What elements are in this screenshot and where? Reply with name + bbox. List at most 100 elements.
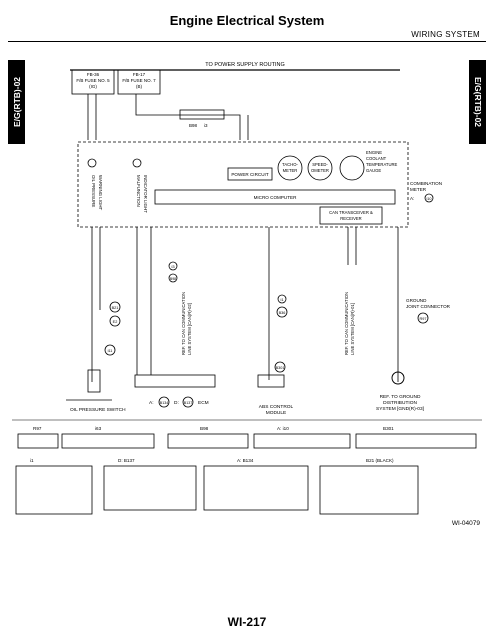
combination-meter-label-1: COMBINATION — [410, 181, 442, 186]
b301-marker-label: B301 — [276, 366, 285, 370]
ecm-label: ECM — [198, 400, 209, 406]
combination-meter-label-2: METER — [410, 187, 427, 192]
coolant-4: GAUGE — [366, 168, 381, 173]
coolant-gauge-icon — [339, 155, 365, 181]
b98-marker-label: B98 — [170, 277, 176, 281]
conn-i1 — [15, 465, 93, 515]
coolant-1: ENGINE — [366, 150, 382, 155]
speedo-1: SPEED- — [312, 162, 328, 167]
conn-b98 — [167, 433, 249, 449]
conn-b21-label: B21 (BLACK) — [366, 458, 394, 463]
wire-fuse-left — [87, 94, 97, 140]
speedo-2: OMETER — [311, 168, 329, 173]
connector-b98-top: B98 — [189, 123, 198, 128]
oil-switch-label: OIL PRESSURE SWITCH — [70, 407, 126, 413]
ref-can-1b: LINE SYSTEM [CAN(R)-02] — [187, 303, 192, 355]
b134-marker — [158, 396, 170, 408]
micro-computer-box — [154, 189, 396, 205]
can-transceiver-2: RECEIVER — [340, 216, 361, 221]
conn-r97 — [17, 433, 59, 449]
e2-marker-label: E2 — [113, 320, 118, 324]
conn-b134 — [203, 465, 309, 511]
mil-lamp-icon — [132, 158, 142, 168]
conn-b301 — [355, 433, 477, 449]
connector-i3-top — [179, 109, 225, 120]
fuse-box-right — [117, 69, 161, 95]
tachometer-gauge-icon — [277, 155, 303, 181]
ecm-connector-row — [134, 374, 216, 388]
header-rule — [8, 41, 486, 42]
ref-ground-2: DISTRIBUTION — [383, 400, 417, 406]
abs-connector-row — [257, 374, 285, 388]
b21-marker-label: B21 — [112, 306, 119, 310]
r97-marker — [417, 312, 429, 324]
b137-marker — [182, 396, 194, 408]
coolant-2: COOLANT — [366, 156, 387, 161]
conn-i10-label: A: i10 — [277, 426, 289, 431]
page-number: WI-217 — [227, 615, 267, 629]
fuse-right-1: FB-17 — [133, 72, 146, 77]
e2-marker — [109, 315, 121, 327]
ref-ground-1: REF. TO GROUND — [380, 394, 421, 400]
b36-marker-label: B36 — [279, 311, 286, 315]
r97-marker-label: R97 — [420, 317, 427, 321]
conn-b301-label: B301 — [383, 426, 394, 431]
fuse-right-2: F/B FUSE NO. 7 — [122, 78, 156, 83]
side-tab-left: E/G(RTB)-02 — [8, 60, 25, 144]
ref-can-2b: LINE SYSTEM [CAN(R)-01] — [350, 303, 355, 355]
i10-marker — [424, 193, 434, 203]
i1-marker — [277, 294, 287, 304]
coolant-3: TEMPERATURE — [366, 162, 398, 167]
wire-fuse-right — [135, 94, 249, 140]
abs-label-1: ABS CONTROL — [259, 404, 294, 410]
figure-id: WI-04079 — [451, 520, 480, 527]
ecm-conn-d: D: — [174, 400, 179, 406]
fuse-left-1: FB-36 — [87, 72, 100, 77]
oil-light-1: OIL PRESSURE — [91, 175, 96, 207]
section-label: WIRING SYSTEM — [411, 30, 480, 39]
tacho-2: METER — [283, 168, 298, 173]
i10-marker-label: i10 — [426, 197, 431, 201]
conn-b137-label: D: B137 — [118, 458, 135, 463]
speedometer-gauge-icon — [307, 155, 333, 181]
conn-i63-label: i63 — [95, 426, 102, 431]
b21-marker — [109, 301, 121, 313]
power-circuit-label: POWER CIRCUIT — [231, 172, 268, 177]
connector-i3-label: i3 — [204, 123, 208, 128]
ground-joint-1: GROUND — [406, 298, 427, 303]
combination-meter-conn: A: — [410, 196, 414, 201]
ecm-conn-a: A: — [149, 400, 154, 406]
i3-marker-label: i3 — [171, 264, 175, 269]
i11-marker — [104, 344, 116, 356]
can-transceiver-1: CAN TRANSCEIVER & — [329, 210, 373, 215]
conn-b134-label: A: B134 — [237, 458, 254, 463]
conn-b21 — [319, 465, 419, 515]
power-circuit-box — [227, 167, 273, 181]
page-title: Engine Electrical System — [169, 13, 325, 28]
ref-ground-3: SYSTEM [GND(R)-03] — [376, 406, 424, 412]
ground-symbol-icon — [391, 371, 405, 385]
can-transceiver-box — [319, 206, 383, 225]
fuse-box-left — [71, 69, 115, 95]
oil-lamp-icon — [87, 158, 97, 168]
conn-i1-label: i1 — [30, 458, 34, 463]
conn-i10 — [253, 433, 351, 449]
ref-can-1a: REF. TO CAN COMMUNICATION — [181, 292, 186, 355]
b134-marker-label: B134 — [160, 401, 168, 405]
tacho-1: TACHO- — [282, 162, 298, 167]
conn-b98-label: B98 — [200, 426, 209, 431]
mil-light-2: INDICATOR LIGHT — [143, 175, 148, 213]
side-tab-right: E/G(RTB)-02 — [469, 60, 486, 144]
b137-marker-label: B137 — [184, 401, 192, 405]
oil-switch-body — [87, 369, 101, 393]
power-routing-label: TO POWER SUPPLY ROUTING — [205, 62, 284, 68]
wire-bundle-down — [91, 227, 399, 382]
b98-marker — [168, 273, 178, 283]
fuse-left-2: F/B FUSE NO. 5 — [76, 78, 110, 83]
ground-joint-2: JOINT CONNECTOR — [406, 304, 451, 309]
b301-marker — [274, 361, 286, 373]
conn-r97-label: R97 — [33, 426, 42, 431]
b36-marker — [276, 306, 288, 318]
conn-i63 — [61, 433, 155, 449]
